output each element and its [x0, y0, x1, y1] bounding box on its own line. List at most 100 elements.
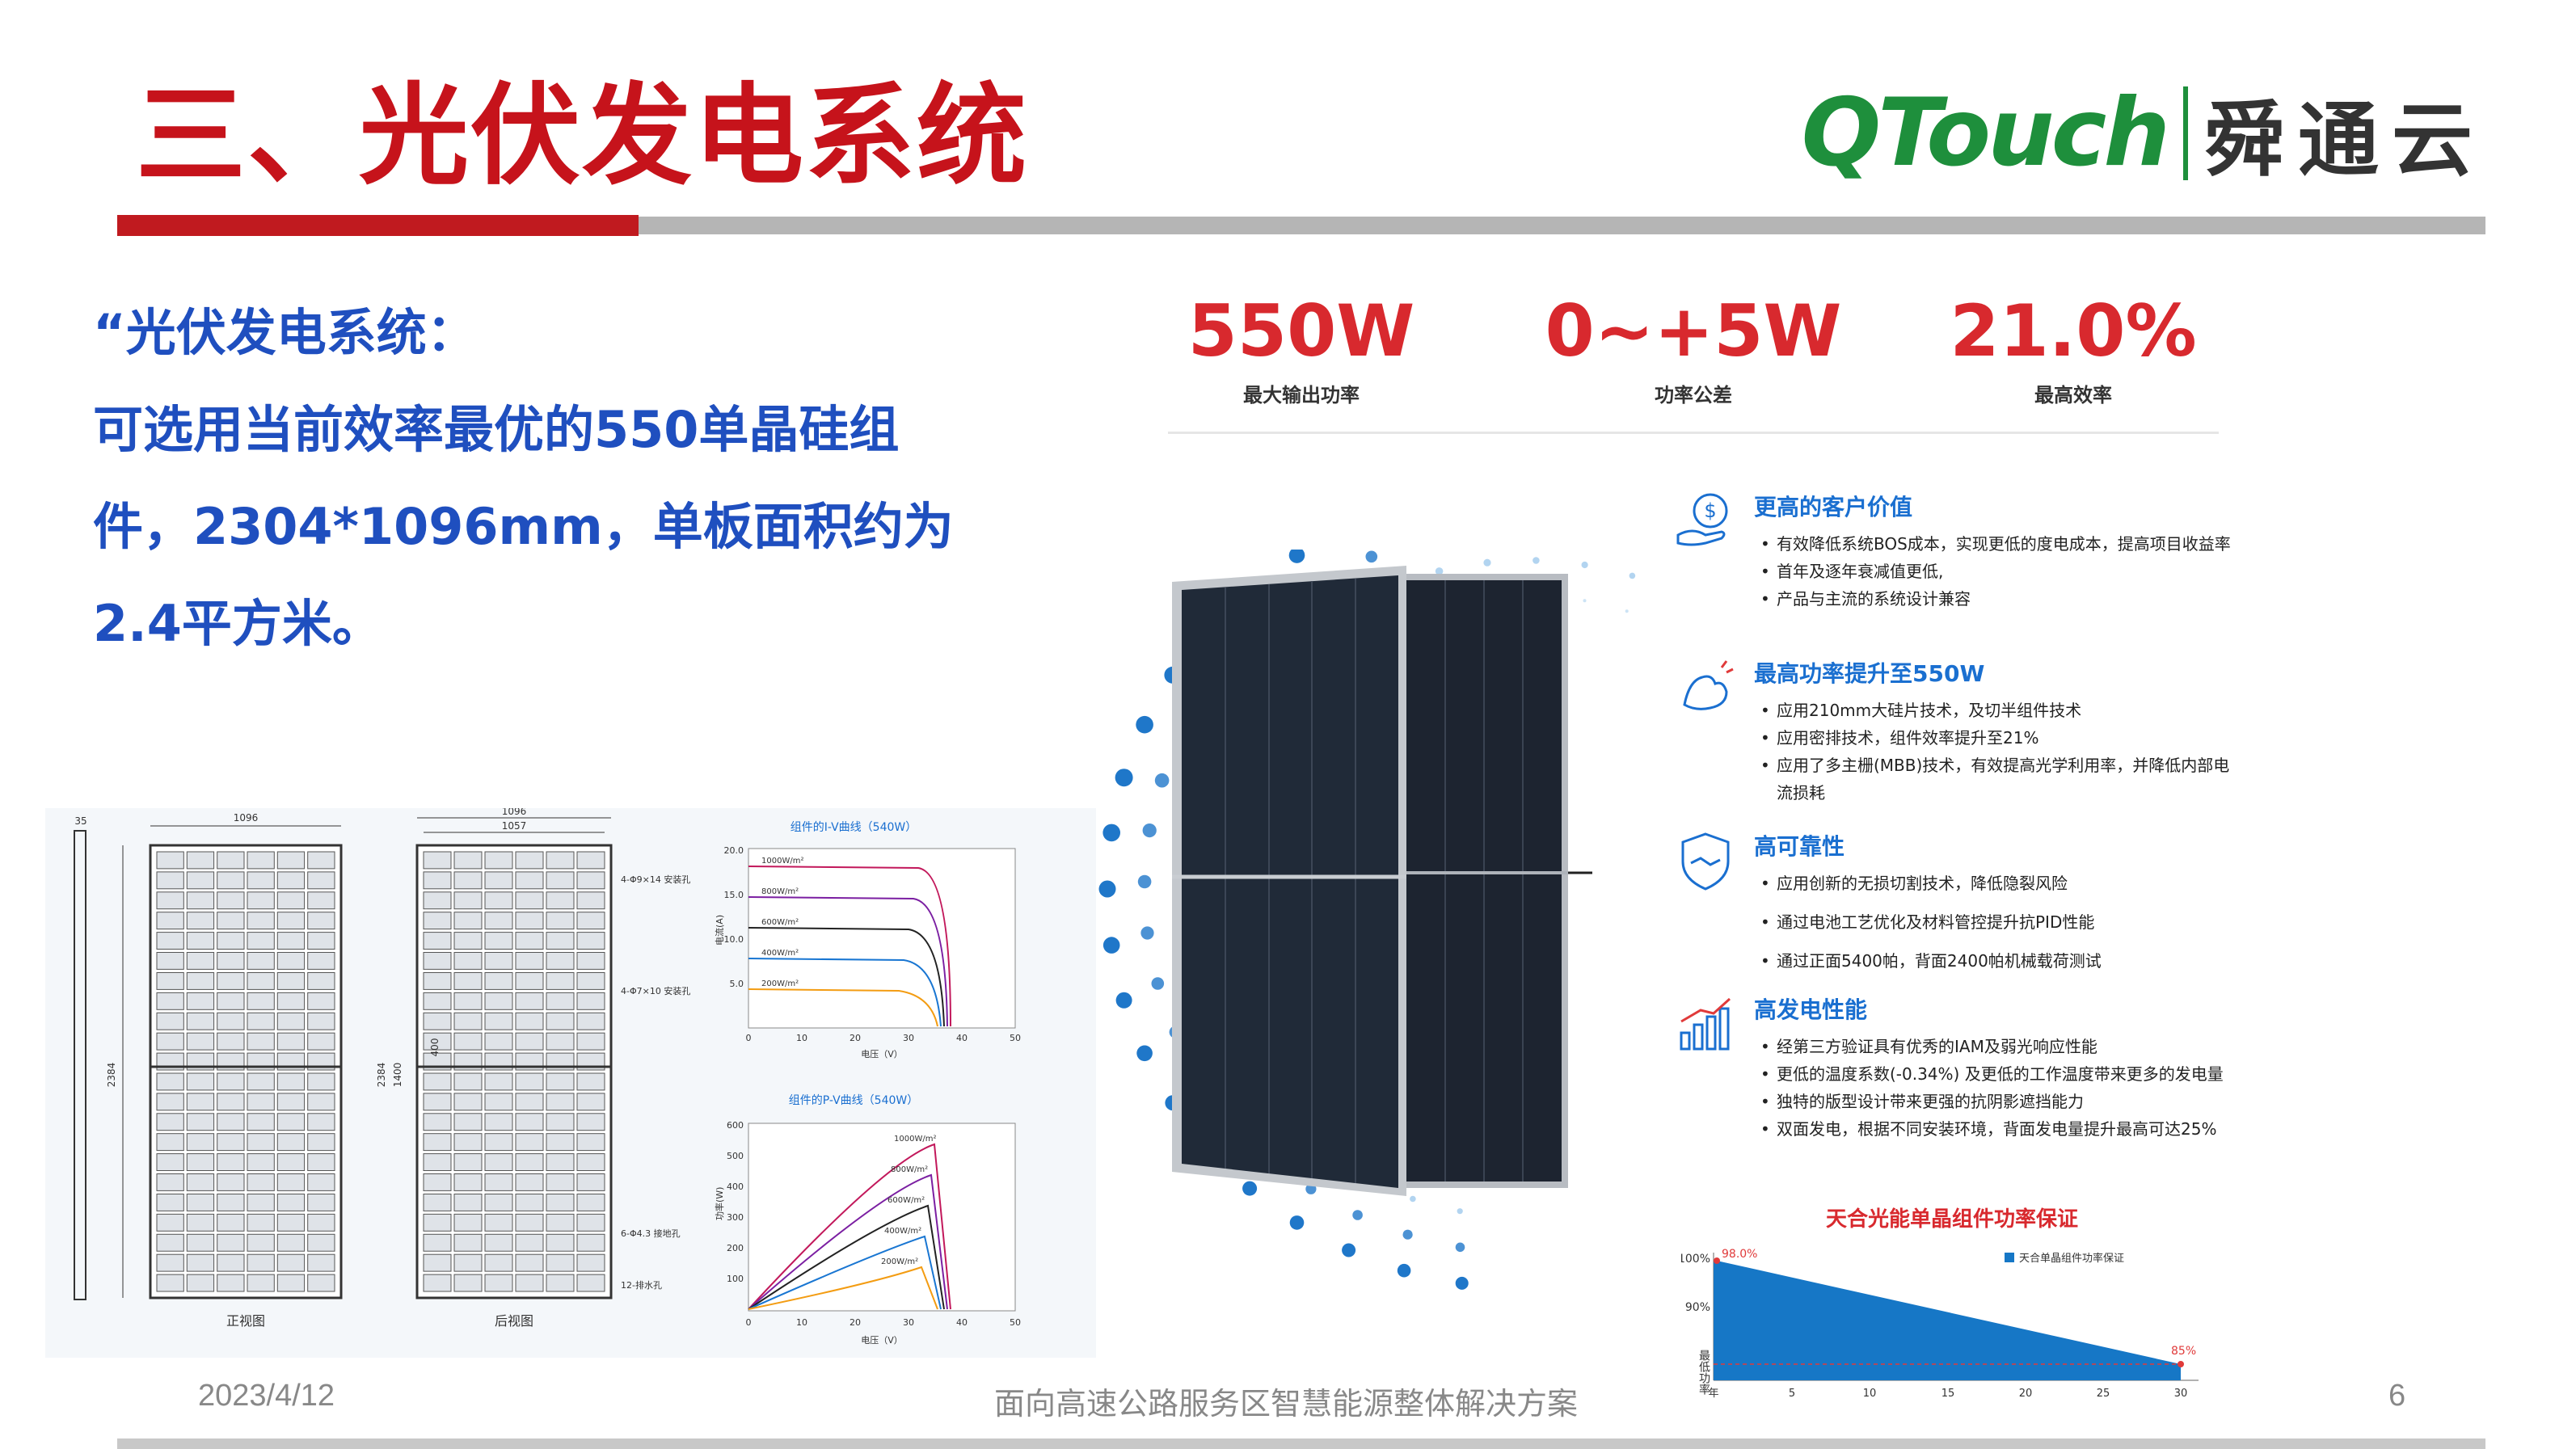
panel-cell	[576, 1133, 605, 1152]
panel-cell	[186, 1274, 215, 1292]
panel-cell	[453, 851, 483, 870]
pv-curve-label: 400W/m²	[884, 1227, 921, 1236]
panel-cell	[515, 1274, 544, 1292]
panel-cell	[156, 1233, 184, 1252]
footer-bar	[117, 1438, 2485, 1449]
panel-cell	[276, 972, 306, 990]
panel-cell	[576, 1173, 605, 1191]
panel-cell	[307, 1133, 335, 1152]
panel-cell	[484, 1233, 513, 1252]
pv-curve	[748, 1266, 938, 1310]
stats-row: 550W 最大输出功率 0~+5W 功率公差 21.0% 最高效率	[1168, 289, 2219, 435]
panel-cell	[247, 1113, 275, 1131]
panel-cell	[515, 1233, 544, 1252]
iv-xtick: 50	[1010, 1033, 1021, 1043]
panel-cell	[307, 972, 335, 990]
panel-cell	[576, 1012, 605, 1030]
panel-cell	[515, 1194, 544, 1211]
panel-cell	[484, 1274, 513, 1292]
panel-cell	[484, 992, 513, 1010]
panel-cell	[423, 1153, 452, 1172]
panel-cell	[276, 1113, 306, 1131]
panel-cell	[515, 851, 544, 870]
body-line: “光伏发电系统：	[93, 303, 477, 362]
footer-title: 面向高速公路服务区智慧能源整体解决方案	[994, 1386, 1579, 1422]
panel-cell	[276, 1173, 306, 1191]
panel-cell	[515, 871, 544, 890]
warranty-area	[1714, 1261, 2181, 1380]
panel-cell	[546, 1213, 575, 1232]
panel-cell	[453, 1133, 483, 1152]
dim-inner: 1057	[502, 820, 527, 832]
panel-cell	[307, 992, 335, 1010]
back-view	[415, 844, 613, 1299]
panel-cell	[186, 891, 215, 910]
list-item: 独特的版型设计带来更强的抗阴影遮挡能力	[1760, 1088, 2239, 1115]
panel-cell	[546, 1032, 575, 1051]
panel-cell	[307, 871, 335, 890]
panel-cell	[186, 1093, 215, 1111]
panel-cell	[546, 1012, 575, 1030]
pv-curve-label: 600W/m²	[887, 1196, 925, 1205]
feature-title: 最高功率提升至550W	[1754, 660, 1985, 687]
stat-label: 最高效率	[2034, 384, 2112, 406]
dim-height-back: 2384	[376, 1063, 387, 1088]
panel-cell	[546, 1072, 575, 1091]
panel-cell	[576, 912, 605, 930]
warranty-xtick: 20	[2019, 1388, 2033, 1400]
warranty-end-point	[2178, 1361, 2184, 1367]
panel-cell	[484, 952, 513, 970]
panel-cell	[307, 1233, 335, 1252]
panel-cell	[546, 1233, 575, 1252]
panel-cell	[276, 1253, 306, 1272]
panel-cell	[186, 1194, 215, 1211]
page-number: 6	[2388, 1379, 2406, 1413]
stat-efficiency: 21.0% 最高效率	[1928, 289, 2219, 407]
feature-title: 更高的客户价值	[1754, 494, 1913, 520]
decorative-dot	[1115, 992, 1132, 1009]
panel-cell	[156, 851, 184, 870]
panel-cell	[247, 1233, 275, 1252]
panel-cell	[576, 1253, 605, 1272]
stat-label: 功率公差	[1655, 384, 1732, 406]
panel-cell	[576, 952, 605, 970]
warranty-title: 天合光能单晶组件功率保证	[1825, 1207, 2078, 1232]
panel-cell	[484, 891, 513, 910]
panel-cell	[156, 912, 184, 930]
panel-cell	[453, 1173, 483, 1191]
panel-cell	[186, 1153, 215, 1172]
pv-curve-label: 200W/m²	[881, 1257, 918, 1266]
pv-xtick: 10	[796, 1317, 807, 1328]
panel-cell	[453, 891, 483, 910]
warranty-xtick: 年	[1708, 1388, 1718, 1400]
pv-ytick: 400	[727, 1182, 744, 1192]
decorative-dot	[1455, 1276, 1469, 1290]
panel-cell	[576, 1213, 605, 1232]
panel-cell	[156, 992, 184, 1010]
panel-cell	[546, 851, 575, 870]
panel-cell	[186, 1253, 215, 1272]
panel-cell	[515, 1153, 544, 1172]
panel-cell	[247, 1012, 275, 1030]
iv-xtick: 0	[746, 1033, 752, 1043]
panel-cell	[217, 1153, 245, 1172]
pv-xtick: 50	[1010, 1317, 1021, 1328]
muscle-arm-icon	[1683, 660, 1734, 710]
pv-curve-label: 1000W/m²	[894, 1135, 936, 1144]
hole-label: 4-Φ9×14 安装孔	[621, 874, 690, 885]
panel-cell	[423, 1093, 452, 1111]
iv-curve	[748, 896, 948, 1027]
panel-cell	[515, 1173, 544, 1191]
pv-ylabel: 功率(W)	[714, 1187, 725, 1220]
panel-cell	[156, 972, 184, 990]
panel-cell	[453, 972, 483, 990]
panel-cell	[484, 1213, 513, 1232]
panel-cell	[453, 1274, 483, 1292]
panel-cell	[217, 1213, 245, 1232]
panel-cell	[546, 1133, 575, 1152]
front-view-label: 正视图	[226, 1313, 265, 1329]
panel-cell	[276, 912, 306, 930]
panel-cell	[217, 1093, 245, 1111]
panel-cell	[186, 1113, 215, 1131]
warranty-start-label: 98.0%	[1722, 1248, 1757, 1261]
